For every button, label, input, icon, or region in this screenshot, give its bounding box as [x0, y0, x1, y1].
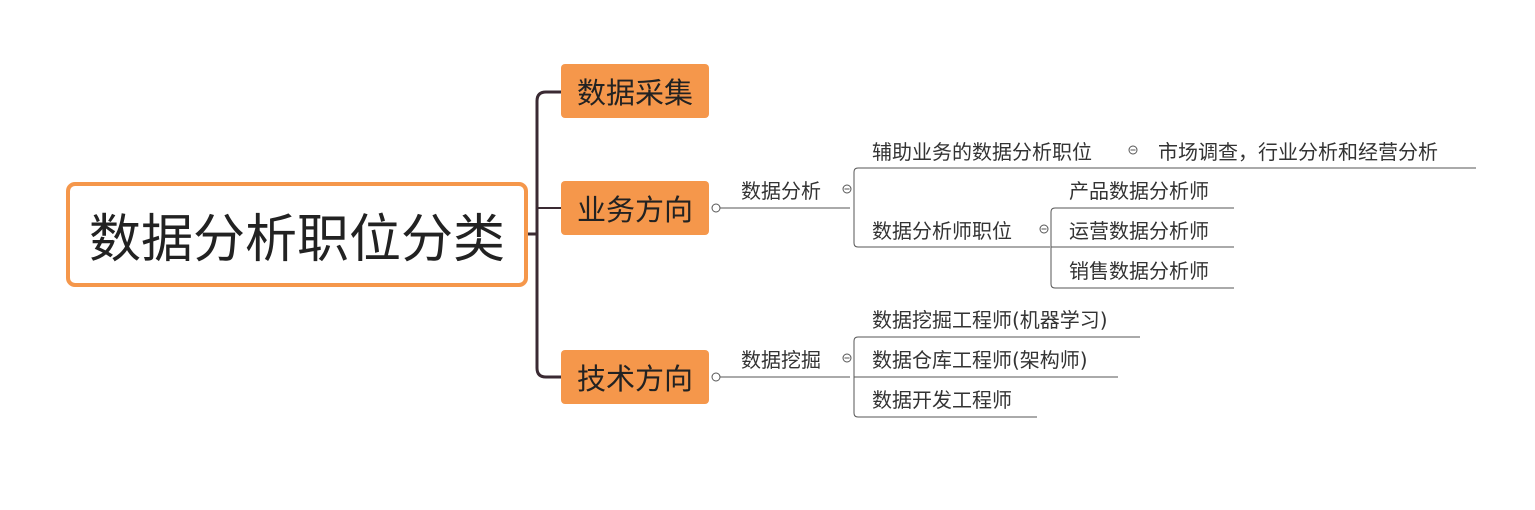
topic-tech-direction[interactable]: 技术方向	[561, 350, 709, 404]
leaf-warehouse-engineer[interactable]: 数据仓库工程师(架构师)	[872, 348, 1088, 372]
subtopic-business-support-roles[interactable]: 辅助业务的数据分析职位	[872, 140, 1092, 164]
root-topic[interactable]: 数据分析职位分类	[66, 182, 528, 287]
leaf-product-analyst[interactable]: 产品数据分析师	[1069, 179, 1209, 203]
topic-business-direction[interactable]: 业务方向	[561, 181, 709, 235]
leaf-operations-analyst[interactable]: 运营数据分析师	[1069, 219, 1209, 243]
bracket-mining-roles	[853, 336, 1140, 418]
leaf-sales-analyst[interactable]: 销售数据分析师	[1069, 259, 1209, 283]
main-branch-bracket	[535, 90, 561, 379]
collapse-toggle[interactable]	[711, 203, 721, 213]
subtopic-data-analysis[interactable]: 数据分析	[741, 179, 821, 203]
subtopic-market-research[interactable]: 市场调查，行业分析和经营分析	[1158, 140, 1438, 164]
topic-data-collection[interactable]: 数据采集	[561, 64, 709, 118]
collapse-toggle[interactable]	[711, 372, 721, 382]
leaf-data-dev-engineer[interactable]: 数据开发工程师	[872, 388, 1012, 412]
subtopic-data-mining[interactable]: 数据挖掘	[741, 348, 821, 372]
leaf-mining-engineer[interactable]: 数据挖掘工程师(机器学习)	[872, 308, 1108, 332]
bracket-analysis	[853, 167, 1476, 248]
bracket-analyst-roles	[1050, 207, 1234, 289]
subtopic-analyst-roles[interactable]: 数据分析师职位	[872, 219, 1012, 243]
